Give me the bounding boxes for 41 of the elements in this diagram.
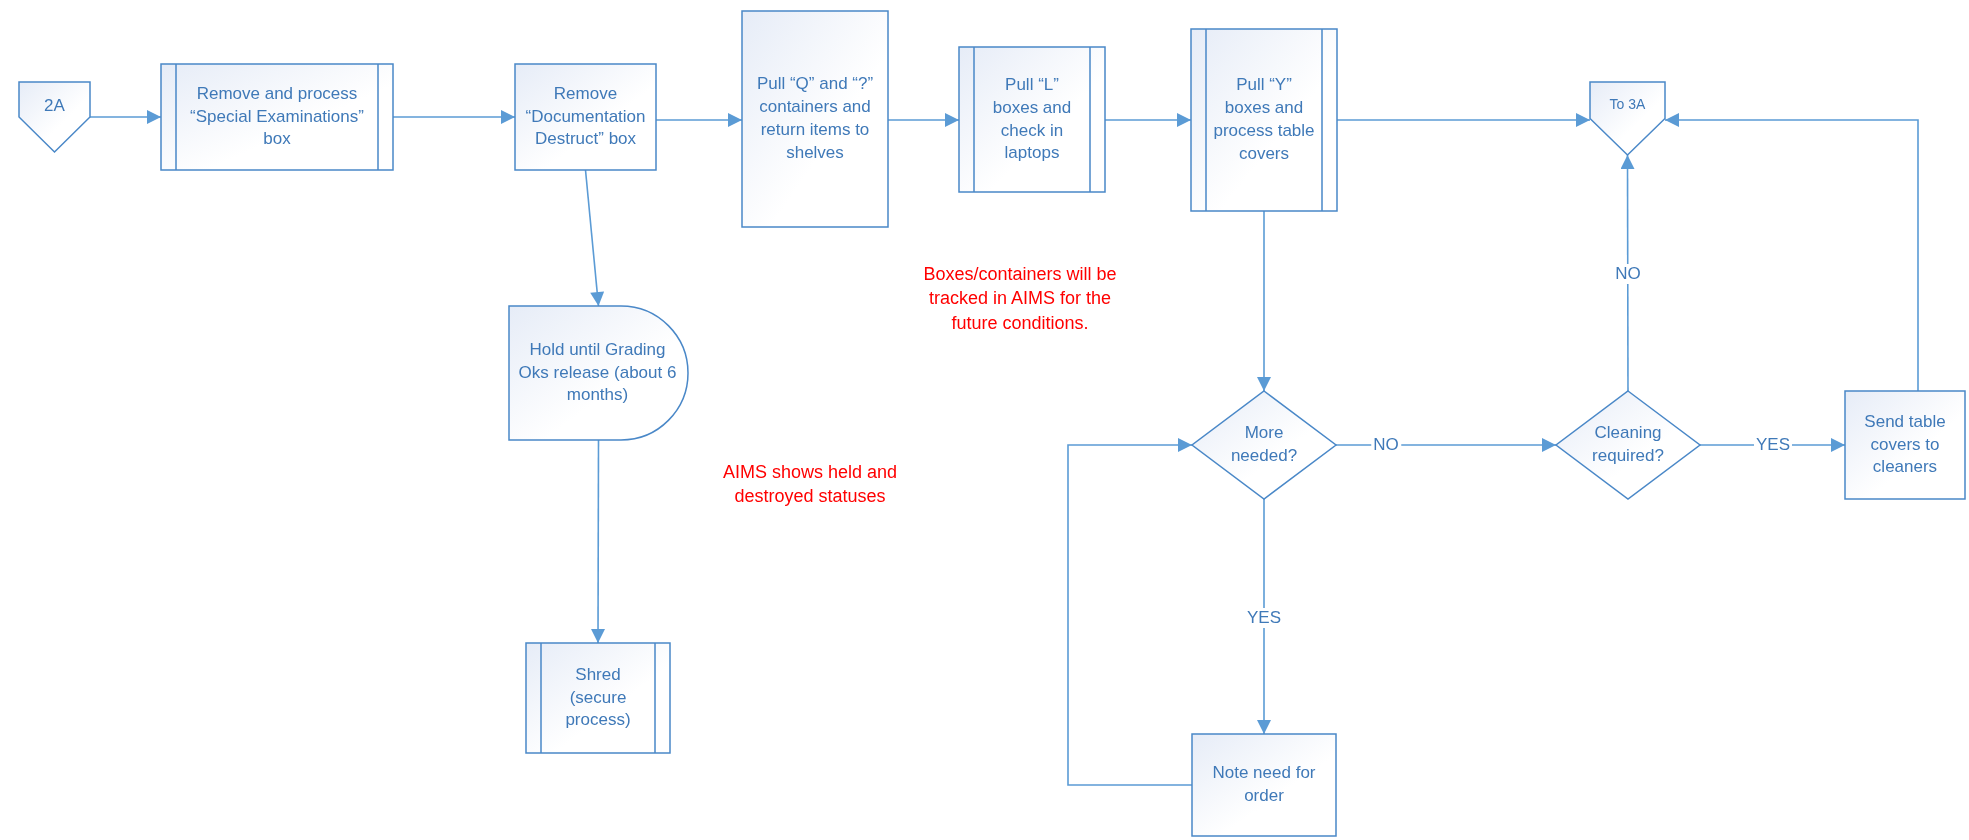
arrow [1067, 438, 1193, 786]
node-text: Pull “L” boxes and check in laptops [991, 73, 1073, 165]
arrow [1257, 498, 1271, 735]
node-text: Hold until Grading Oks release (about 6 months) [517, 338, 678, 407]
decision-diamond [1556, 391, 1700, 499]
arrow [1620, 154, 1635, 392]
process-box [742, 11, 888, 227]
node-text: Remove “Documentation Destruct” box [524, 82, 647, 151]
node-text: To 3A [1609, 95, 1646, 114]
predefined-process-box [161, 64, 393, 170]
node-text: Cleaning required? [1591, 422, 1665, 467]
node-text: Pull “Q” and “?” containers and return items to shelves [755, 73, 875, 164]
off-page-connector [19, 82, 90, 152]
arrow [1336, 113, 1591, 127]
node-text: Remove and process “Special Examinations” box [189, 82, 365, 151]
node-text: Shred (secure process) [564, 663, 632, 732]
arrow [89, 110, 162, 124]
off-page-connector [1590, 82, 1665, 155]
process-box [1845, 391, 1965, 499]
node-text: Note need for order [1211, 762, 1317, 807]
decision-diamond [1192, 391, 1336, 499]
note-text: Boxes/containers will be tracked in AIMS for the future conditions. [922, 263, 1118, 335]
arrow [1257, 210, 1271, 392]
predefined-process-box [526, 643, 670, 753]
arrow [591, 439, 606, 644]
arrow [392, 110, 516, 124]
process-box [515, 64, 656, 170]
predefined-process-box [959, 47, 1105, 192]
node-text: More needed? [1229, 422, 1299, 467]
arrow [584, 169, 605, 307]
edge-label: YES [1245, 608, 1283, 628]
process-box [1192, 734, 1336, 836]
predefined-process-box [1191, 29, 1337, 211]
node-text: Pull “Y” boxes and process table covers [1213, 74, 1315, 165]
delay-shape [509, 306, 688, 440]
note-text: AIMS shows held and destroyed statuses [721, 461, 899, 509]
edge-label: NO [1613, 264, 1643, 284]
node-text: 2A [44, 94, 65, 117]
node-text: Send table covers to cleaners [1863, 410, 1947, 479]
arrow [1664, 113, 1919, 392]
arrow [1104, 113, 1192, 127]
